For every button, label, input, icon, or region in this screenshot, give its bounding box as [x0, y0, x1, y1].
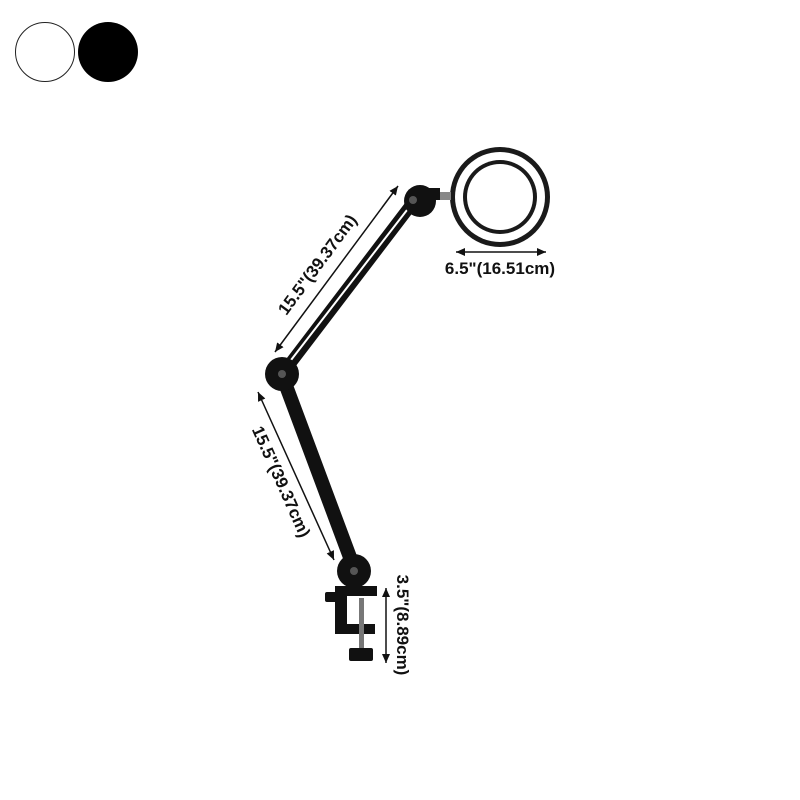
upper-arm-arrow — [274, 185, 399, 353]
ring-light — [437, 147, 550, 247]
ring-diameter-label: 6.5"(16.51cm) — [445, 259, 555, 278]
clamp-height-label: 3.5"(8.89cm) — [393, 575, 412, 676]
base-joint — [337, 554, 371, 588]
color-swatch-white[interactable] — [15, 22, 75, 82]
color-swatch-black[interactable] — [78, 22, 138, 82]
lower-arm-arrow — [257, 391, 335, 561]
elbow-joint — [265, 357, 299, 391]
lower-arm — [275, 368, 361, 575]
top-joint — [404, 185, 440, 217]
desk-clamp — [325, 586, 377, 661]
upper-arm-label: 15.5"(39.37cm) — [274, 211, 360, 318]
